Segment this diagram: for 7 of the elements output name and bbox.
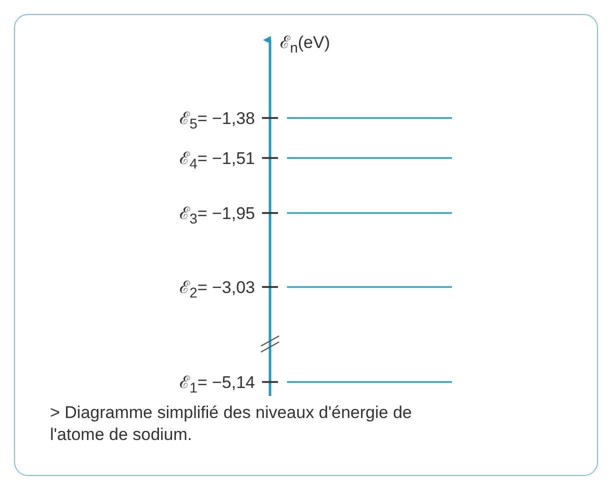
energy-level-label: ℰ$_{1}$= −5,14 xyxy=(179,372,255,396)
energy-level-label: ℰ$_{4}$= −1,51 xyxy=(179,148,255,172)
energy-level-label: ℰ$_{2}$= −3,03 xyxy=(179,277,255,302)
energy-level-label: ℰ$_{5}$= −1,38 xyxy=(179,108,255,132)
energy-level-label: ℰ$_{3}$= −1,95 xyxy=(179,203,255,228)
axis-label: ℰ$_{n}$(eV) xyxy=(280,32,330,56)
figure-caption: > Diagramme simplifié des niveaux d'énergie de l'atome de sodium. xyxy=(50,402,413,446)
